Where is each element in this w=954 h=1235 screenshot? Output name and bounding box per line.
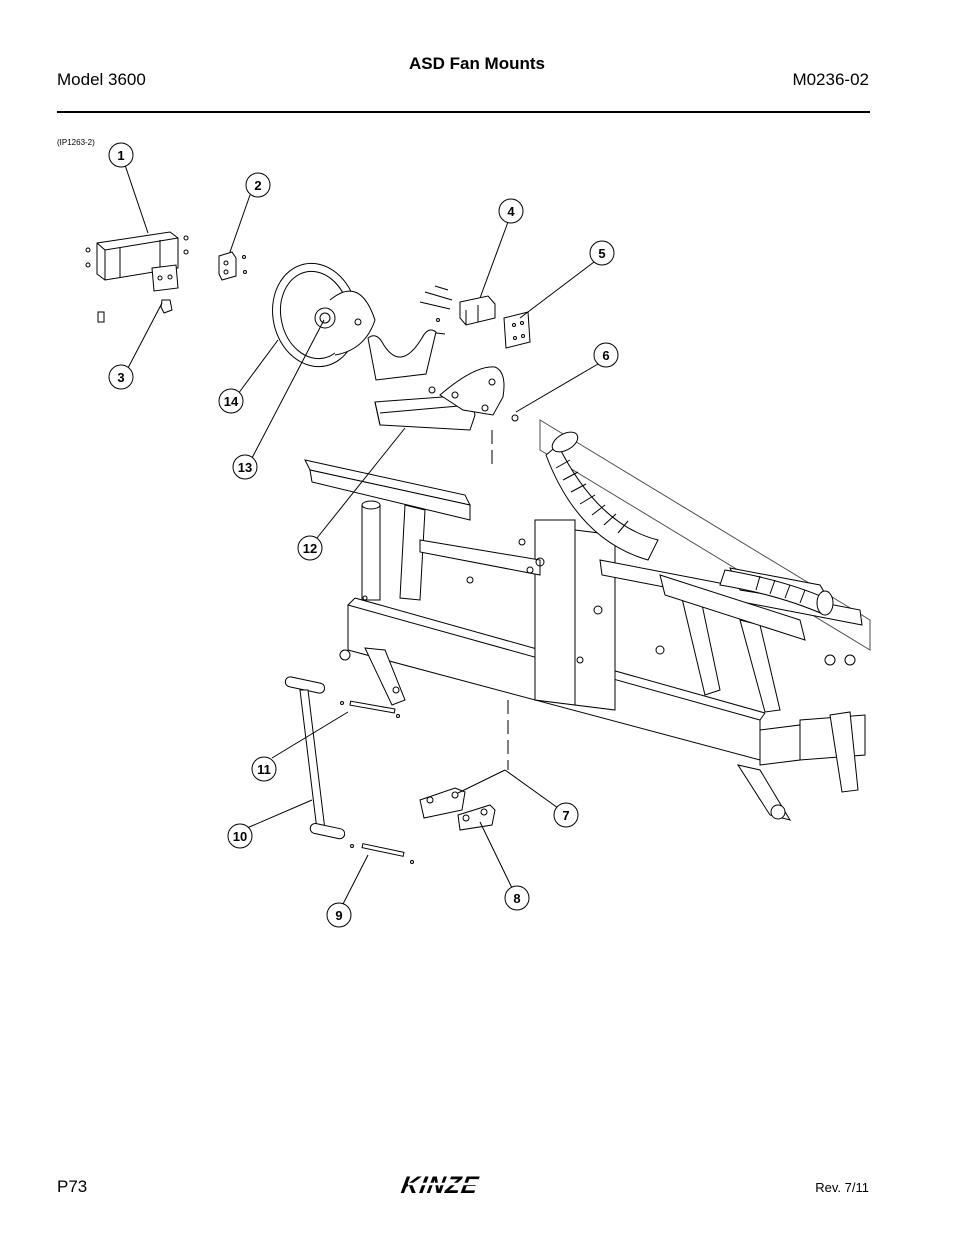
revision-label: Rev. 7/11 bbox=[815, 1180, 869, 1195]
part-manifold bbox=[85, 231, 189, 323]
document-number: M0236-02 bbox=[792, 70, 869, 89]
header-divider bbox=[57, 111, 870, 113]
hose bbox=[545, 431, 834, 616]
planter-frame bbox=[304, 419, 871, 821]
callout-3: 3 bbox=[117, 370, 124, 385]
part-fan-housing bbox=[272, 262, 376, 368]
callout-8: 8 bbox=[513, 891, 520, 906]
callouts bbox=[108, 142, 619, 928]
callout-11: 11 bbox=[257, 762, 271, 777]
page-title: ASD Fan Mounts bbox=[409, 54, 545, 73]
part-fan-support bbox=[367, 329, 519, 470]
figure-reference: (IP1263-2) bbox=[57, 138, 95, 147]
callout-9: 9 bbox=[335, 908, 342, 923]
part-valve bbox=[419, 285, 496, 335]
callout-5: 5 bbox=[598, 246, 605, 261]
kinze-logo: KINZE bbox=[400, 1172, 512, 1198]
callout-13: 13 bbox=[238, 460, 252, 475]
callout-6: 6 bbox=[602, 348, 609, 363]
callout-7: 7 bbox=[562, 808, 569, 823]
callout-4: 4 bbox=[507, 204, 515, 219]
callout-1: 1 bbox=[117, 148, 124, 163]
part-bracket-small bbox=[218, 251, 247, 281]
callout-12: 12 bbox=[303, 541, 317, 556]
part-stand bbox=[284, 676, 414, 864]
model-label: Model 3600 bbox=[57, 70, 146, 89]
callout-10: 10 bbox=[233, 829, 247, 844]
page-number: P73 bbox=[57, 1177, 88, 1196]
callout-2: 2 bbox=[254, 178, 261, 193]
callout-14: 14 bbox=[224, 394, 239, 409]
leader-lines bbox=[124, 164, 599, 907]
part-lower-brackets bbox=[419, 700, 509, 831]
part-mount-plate bbox=[503, 311, 531, 349]
